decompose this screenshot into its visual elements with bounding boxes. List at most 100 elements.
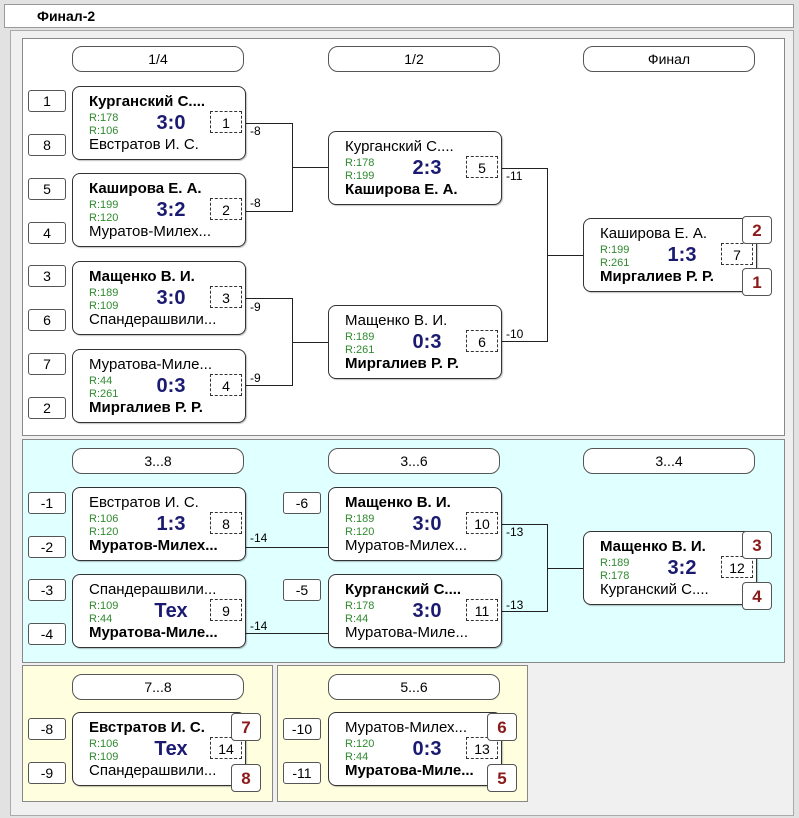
round-header: 1/4 [72,46,244,72]
player-top: Каширова Е. А. [600,225,707,242]
player-top: Мащенко В. И. [345,494,451,511]
player-bottom: Миргалиев Р. Р. [600,268,714,285]
player-bottom: Миргалиев Р. Р. [345,355,459,372]
seed-box: 4 [28,222,66,244]
player-top: Курганский С.... [89,93,206,110]
match-number: 14 [210,737,242,759]
player-bottom: Спандерашвили... [89,762,217,779]
seed-box: 5 [28,178,66,200]
place-badge: 7 [231,713,261,741]
round-header: 5...6 [328,674,500,700]
link-label: -9 [250,371,261,385]
place-badge: 5 [487,764,517,792]
match-number: 12 [721,556,753,578]
rating-top: R:189 [600,557,630,569]
match-score: 0:3 [412,738,442,760]
link-label: -11 [506,169,523,183]
rating-bottom: R:199 [345,170,375,182]
page-title: Финал-2 [37,8,96,24]
connector-line [244,123,292,124]
rating-top: R:199 [600,244,630,256]
seed-box: 7 [28,353,66,375]
seed-box: -8 [28,718,66,740]
player-top: Курганский С.... [345,581,462,598]
player-top: Мащенко В. И. [89,268,195,285]
rating-bottom: R:261 [89,388,119,400]
connector-line [500,524,547,525]
rating-bottom: R:44 [345,751,369,763]
connector-line [500,611,547,612]
player-top: Муратов-Милех... [345,719,467,736]
connector-line [244,298,292,299]
connector-line [500,168,547,169]
rating-top: R:106 [89,513,119,525]
match-score: 3:0 [412,600,442,622]
seed-box: 2 [28,397,66,419]
link-label: -9 [250,300,261,314]
match-score: 3:0 [156,287,186,309]
rating-bottom: R:44 [89,613,113,625]
seed-box: -1 [28,492,66,514]
seed-box: -2 [28,536,66,558]
player-bottom: Муратов-Милех... [89,537,218,554]
player-bottom: Муратова-Миле... [89,624,218,641]
connector-line [244,547,328,548]
rating-top: R:199 [89,199,119,211]
seed-box: 1 [28,90,66,112]
rating-bottom: R:109 [89,300,119,312]
connector-line [244,385,292,386]
connector-line [292,167,328,168]
place-badge: 8 [231,764,261,792]
place-badge: 1 [742,268,772,296]
seed-box: 8 [28,134,66,156]
round-header: 7...8 [72,674,244,700]
connector-line [547,255,583,256]
link-label: -14 [250,619,268,633]
match-score: 0:3 [156,375,186,397]
player-bottom: Курганский С.... [600,581,709,598]
player-bottom: Каширова Е. А. [345,181,458,198]
connector-line [292,342,328,343]
round-header: 3...6 [328,448,500,474]
round-header: 3...4 [583,448,755,474]
seed-box: -3 [28,579,66,601]
rating-bottom: R:261 [600,257,630,269]
seed-box: -10 [283,718,321,740]
seed-box: 6 [28,309,66,331]
place-badge: 4 [742,582,772,610]
link-label: -14 [250,531,268,545]
seed-box: -5 [283,579,321,601]
rating-bottom: R:109 [89,751,119,763]
title-bar: Финал-2 [4,4,794,28]
seed-box: -6 [283,492,321,514]
place-badge: 6 [487,713,517,741]
match-score: Тех [154,600,188,622]
round-header: 1/2 [328,46,500,72]
match-number: 13 [466,737,498,759]
player-top: Спандерашвили... [89,581,217,598]
rating-top: R:109 [89,600,119,612]
player-top: Каширова Е. А. [89,180,202,197]
round-header: 3...8 [72,448,244,474]
player-top: Муратова-Миле... [89,356,213,373]
player-bottom: Миргалиев Р. Р. [89,399,203,416]
connector-line [244,633,328,634]
player-bottom: Спандерашвили... [89,311,217,328]
match-number: 8 [210,512,242,534]
player-bottom: Евстратов И. С. [89,136,199,153]
rating-top: R:44 [89,375,113,387]
